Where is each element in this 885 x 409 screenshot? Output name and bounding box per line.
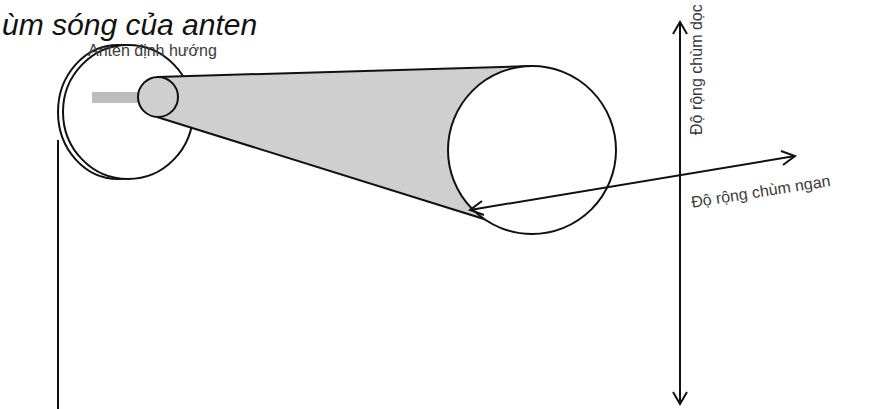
antenna-label: Anten định hướng	[88, 42, 217, 60]
vertical-beamwidth-label: Độ rộng chùm dọc	[688, 4, 706, 135]
horizontal-beamwidth-label: Độ rộng chùm ngan	[690, 172, 832, 212]
diagram-title: ùm sóng của anten	[2, 8, 257, 42]
